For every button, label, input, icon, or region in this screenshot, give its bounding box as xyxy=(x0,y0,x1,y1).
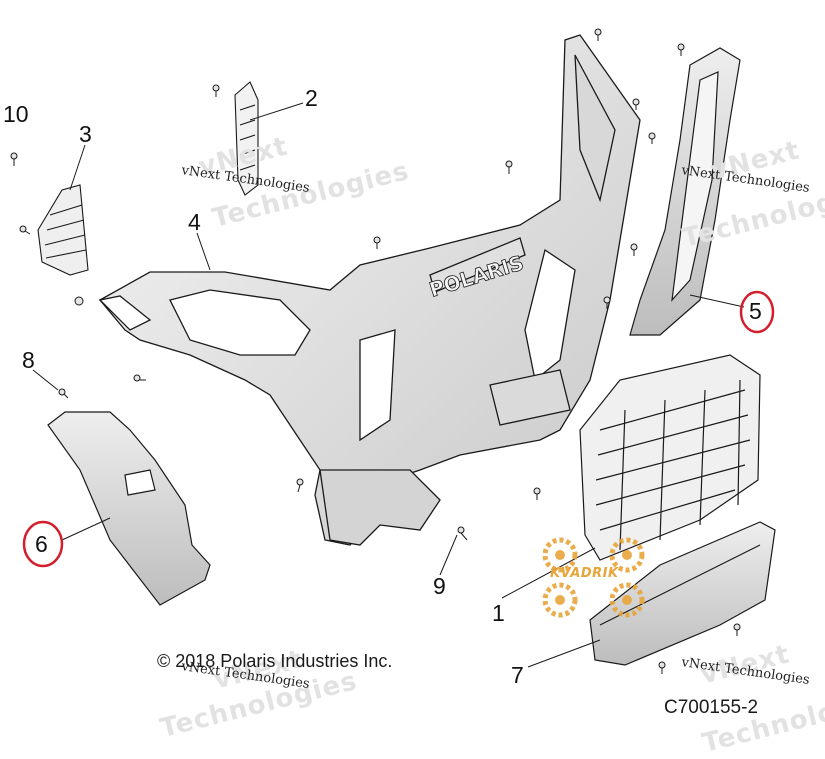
screw-icon xyxy=(133,374,146,382)
drawing-number: C700155-2 xyxy=(664,697,759,718)
kvadrik-logo-text: KVADRIK xyxy=(550,566,619,581)
screw-icon xyxy=(457,526,468,541)
callout-1: 1 xyxy=(492,600,505,626)
screw-icon xyxy=(58,388,69,399)
screw-icon xyxy=(296,478,304,493)
callout-10: 10 xyxy=(3,101,29,127)
callout-6: 6 xyxy=(35,531,48,557)
screw-icon xyxy=(373,236,381,249)
highlight-circle-6 xyxy=(22,520,64,568)
screw-icon xyxy=(594,28,602,41)
callout-7: 7 xyxy=(511,662,524,688)
lower-cover-part xyxy=(589,521,776,666)
screw-icon xyxy=(10,152,18,166)
screw-icon xyxy=(505,160,513,174)
callout-4: 4 xyxy=(188,209,201,235)
callout-9: 9 xyxy=(433,573,446,599)
small-mesh-part xyxy=(234,81,259,196)
highlight-circles xyxy=(22,290,775,568)
copyright-text: © 2018 Polaris Industries Inc. xyxy=(157,651,393,671)
callout-3: 3 xyxy=(79,121,92,147)
callout-8: 8 xyxy=(22,347,35,373)
fasteners xyxy=(10,28,741,674)
screw-icon xyxy=(603,296,611,309)
front-frame-part xyxy=(98,34,641,546)
screw-icon xyxy=(648,132,656,144)
screw-icon xyxy=(212,84,220,97)
screw-icon xyxy=(677,43,685,56)
screw-icon xyxy=(733,623,741,636)
callout-2: 2 xyxy=(305,85,318,111)
callout-5: 5 xyxy=(749,298,762,324)
screw-icon xyxy=(632,98,640,110)
screw-icon xyxy=(658,661,666,674)
side-mesh-part xyxy=(37,184,89,276)
screw-icon xyxy=(74,296,84,306)
radiator-grille-part xyxy=(579,354,761,561)
highlight-circle-5 xyxy=(739,290,775,334)
screw-icon xyxy=(630,243,638,256)
screw-icon xyxy=(533,487,541,500)
right-side-panel-part xyxy=(629,47,741,336)
leader-lines xyxy=(32,102,745,668)
kvadrik-logo-icon xyxy=(542,537,645,618)
left-side-panel-part xyxy=(47,411,211,606)
screw-icon xyxy=(19,225,31,235)
